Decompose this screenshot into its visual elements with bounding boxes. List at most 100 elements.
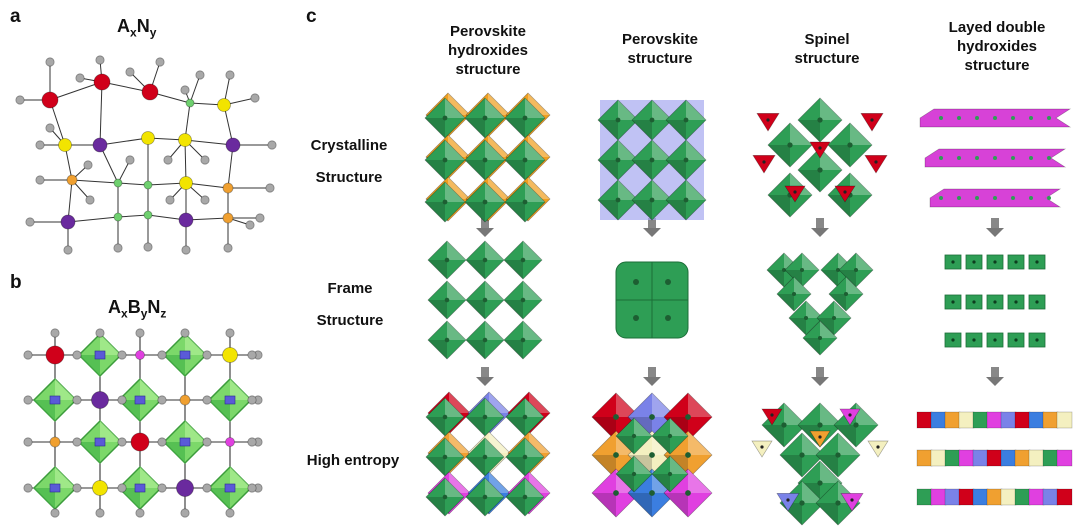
octahedron-face: [846, 277, 863, 294]
atom-gray: [180, 328, 190, 338]
octahedron-green: [425, 437, 465, 477]
atom-gray: [125, 67, 135, 77]
octahedron-center: [667, 433, 673, 439]
octahedron-green: [631, 99, 673, 141]
octahedron-face: [652, 436, 670, 454]
octahedron-face: [688, 469, 712, 493]
octahedron-face: [164, 355, 185, 376]
octahedron-face: [426, 417, 445, 436]
octahedron-green: [465, 280, 505, 320]
octahedron-face: [466, 340, 485, 359]
frame-cube-center: [665, 279, 671, 285]
octahedron-center: [522, 494, 528, 500]
octahedron-face: [829, 294, 846, 311]
ldh-layer-site: [957, 196, 961, 200]
octahedron-center: [615, 117, 621, 123]
octahedron-face: [465, 202, 485, 222]
octahedron-center: [482, 337, 488, 343]
ldh-frame-center: [1035, 300, 1039, 304]
ldh-entropy-block: [1028, 488, 1045, 506]
octahedron-face: [820, 148, 842, 170]
ldh-frame-center: [951, 260, 955, 264]
bond-line: [184, 139, 187, 184]
octahedron-green: [597, 139, 639, 181]
octahedron-center: [615, 197, 621, 203]
octahedron-face: [820, 461, 842, 483]
atom-gray: [247, 350, 257, 360]
ldh-entropy-block: [1028, 449, 1045, 467]
octahedron-face: [834, 425, 856, 447]
tetrahedron: [776, 493, 800, 512]
octahedron-face: [428, 300, 447, 319]
octahedron-center: [444, 297, 450, 303]
atom-gray: [223, 243, 233, 253]
octahedron-face: [425, 160, 445, 180]
tetrahedron: [751, 440, 773, 458]
octahedron-center: [853, 267, 859, 273]
octahedron-face: [447, 281, 466, 300]
octahedron-face: [768, 145, 790, 167]
octahedron-green: [465, 320, 505, 360]
octahedron-face: [505, 202, 525, 222]
octahedron-face: [55, 467, 76, 488]
octahedron-green: [427, 240, 467, 280]
octahedron-center: [817, 335, 823, 341]
ldh-frame-center: [972, 260, 976, 264]
octahedron-face: [802, 481, 824, 503]
octahedron-face: [780, 503, 802, 525]
octahedron-green: [665, 179, 707, 221]
octahedron-face: [798, 170, 820, 192]
octahedron-center: [134, 395, 146, 405]
panel-c-letter: c: [306, 6, 317, 27]
octahedron-face: [828, 145, 850, 167]
panel-b-formula: AxByNz: [108, 297, 167, 321]
atom-gray: [157, 437, 167, 447]
octahedron-face: [820, 98, 842, 120]
atom-gray: [245, 220, 255, 230]
octahedron-face: [505, 118, 525, 138]
octahedron-center: [442, 414, 448, 420]
octahedron-center: [649, 157, 655, 163]
octahedron-face: [466, 497, 485, 516]
octahedron-center: [442, 199, 448, 205]
octahedron-face: [426, 457, 445, 476]
octahedron-face: [856, 253, 873, 270]
atom-gray: [255, 213, 265, 223]
octahedron-face: [850, 173, 872, 195]
octahedron-center: [667, 471, 673, 477]
octahedron-green: [827, 172, 873, 218]
atom-gray: [267, 140, 277, 150]
octahedron-center: [803, 315, 809, 321]
atom-orange: [179, 394, 191, 406]
atom-gray: [50, 328, 60, 338]
octahedron-face: [506, 417, 525, 436]
ldh-entropy-block: [916, 449, 933, 467]
octahedron-face: [523, 241, 542, 260]
ldh-layer-site: [993, 116, 997, 120]
octahedron-center: [94, 437, 106, 447]
ldh-entropy-block: [1014, 449, 1031, 467]
octahedron-face: [79, 355, 100, 376]
down-arrow-shaft: [481, 367, 489, 377]
bond-line: [101, 81, 151, 93]
bond-line: [117, 182, 149, 186]
bond-line: [67, 179, 73, 223]
octahedron-face: [850, 123, 872, 145]
octahedron-green: [505, 397, 545, 437]
octahedron-face: [465, 118, 485, 138]
tetrahedron: [860, 113, 884, 132]
octahedron-face: [485, 398, 504, 417]
octahedron-face: [652, 100, 672, 120]
atom-gray: [75, 73, 85, 83]
ldh-entropy-block: [986, 488, 1003, 506]
octahedron-face: [616, 474, 634, 492]
ldh-frame-center: [1014, 338, 1018, 342]
octahedron-face: [652, 180, 672, 200]
tetrahedron-center: [870, 118, 874, 122]
ldh-frame-center: [972, 338, 976, 342]
octahedron-face: [798, 120, 820, 142]
down-arrow-head: [986, 228, 1004, 237]
ldh-entropy-block: [1042, 488, 1059, 506]
